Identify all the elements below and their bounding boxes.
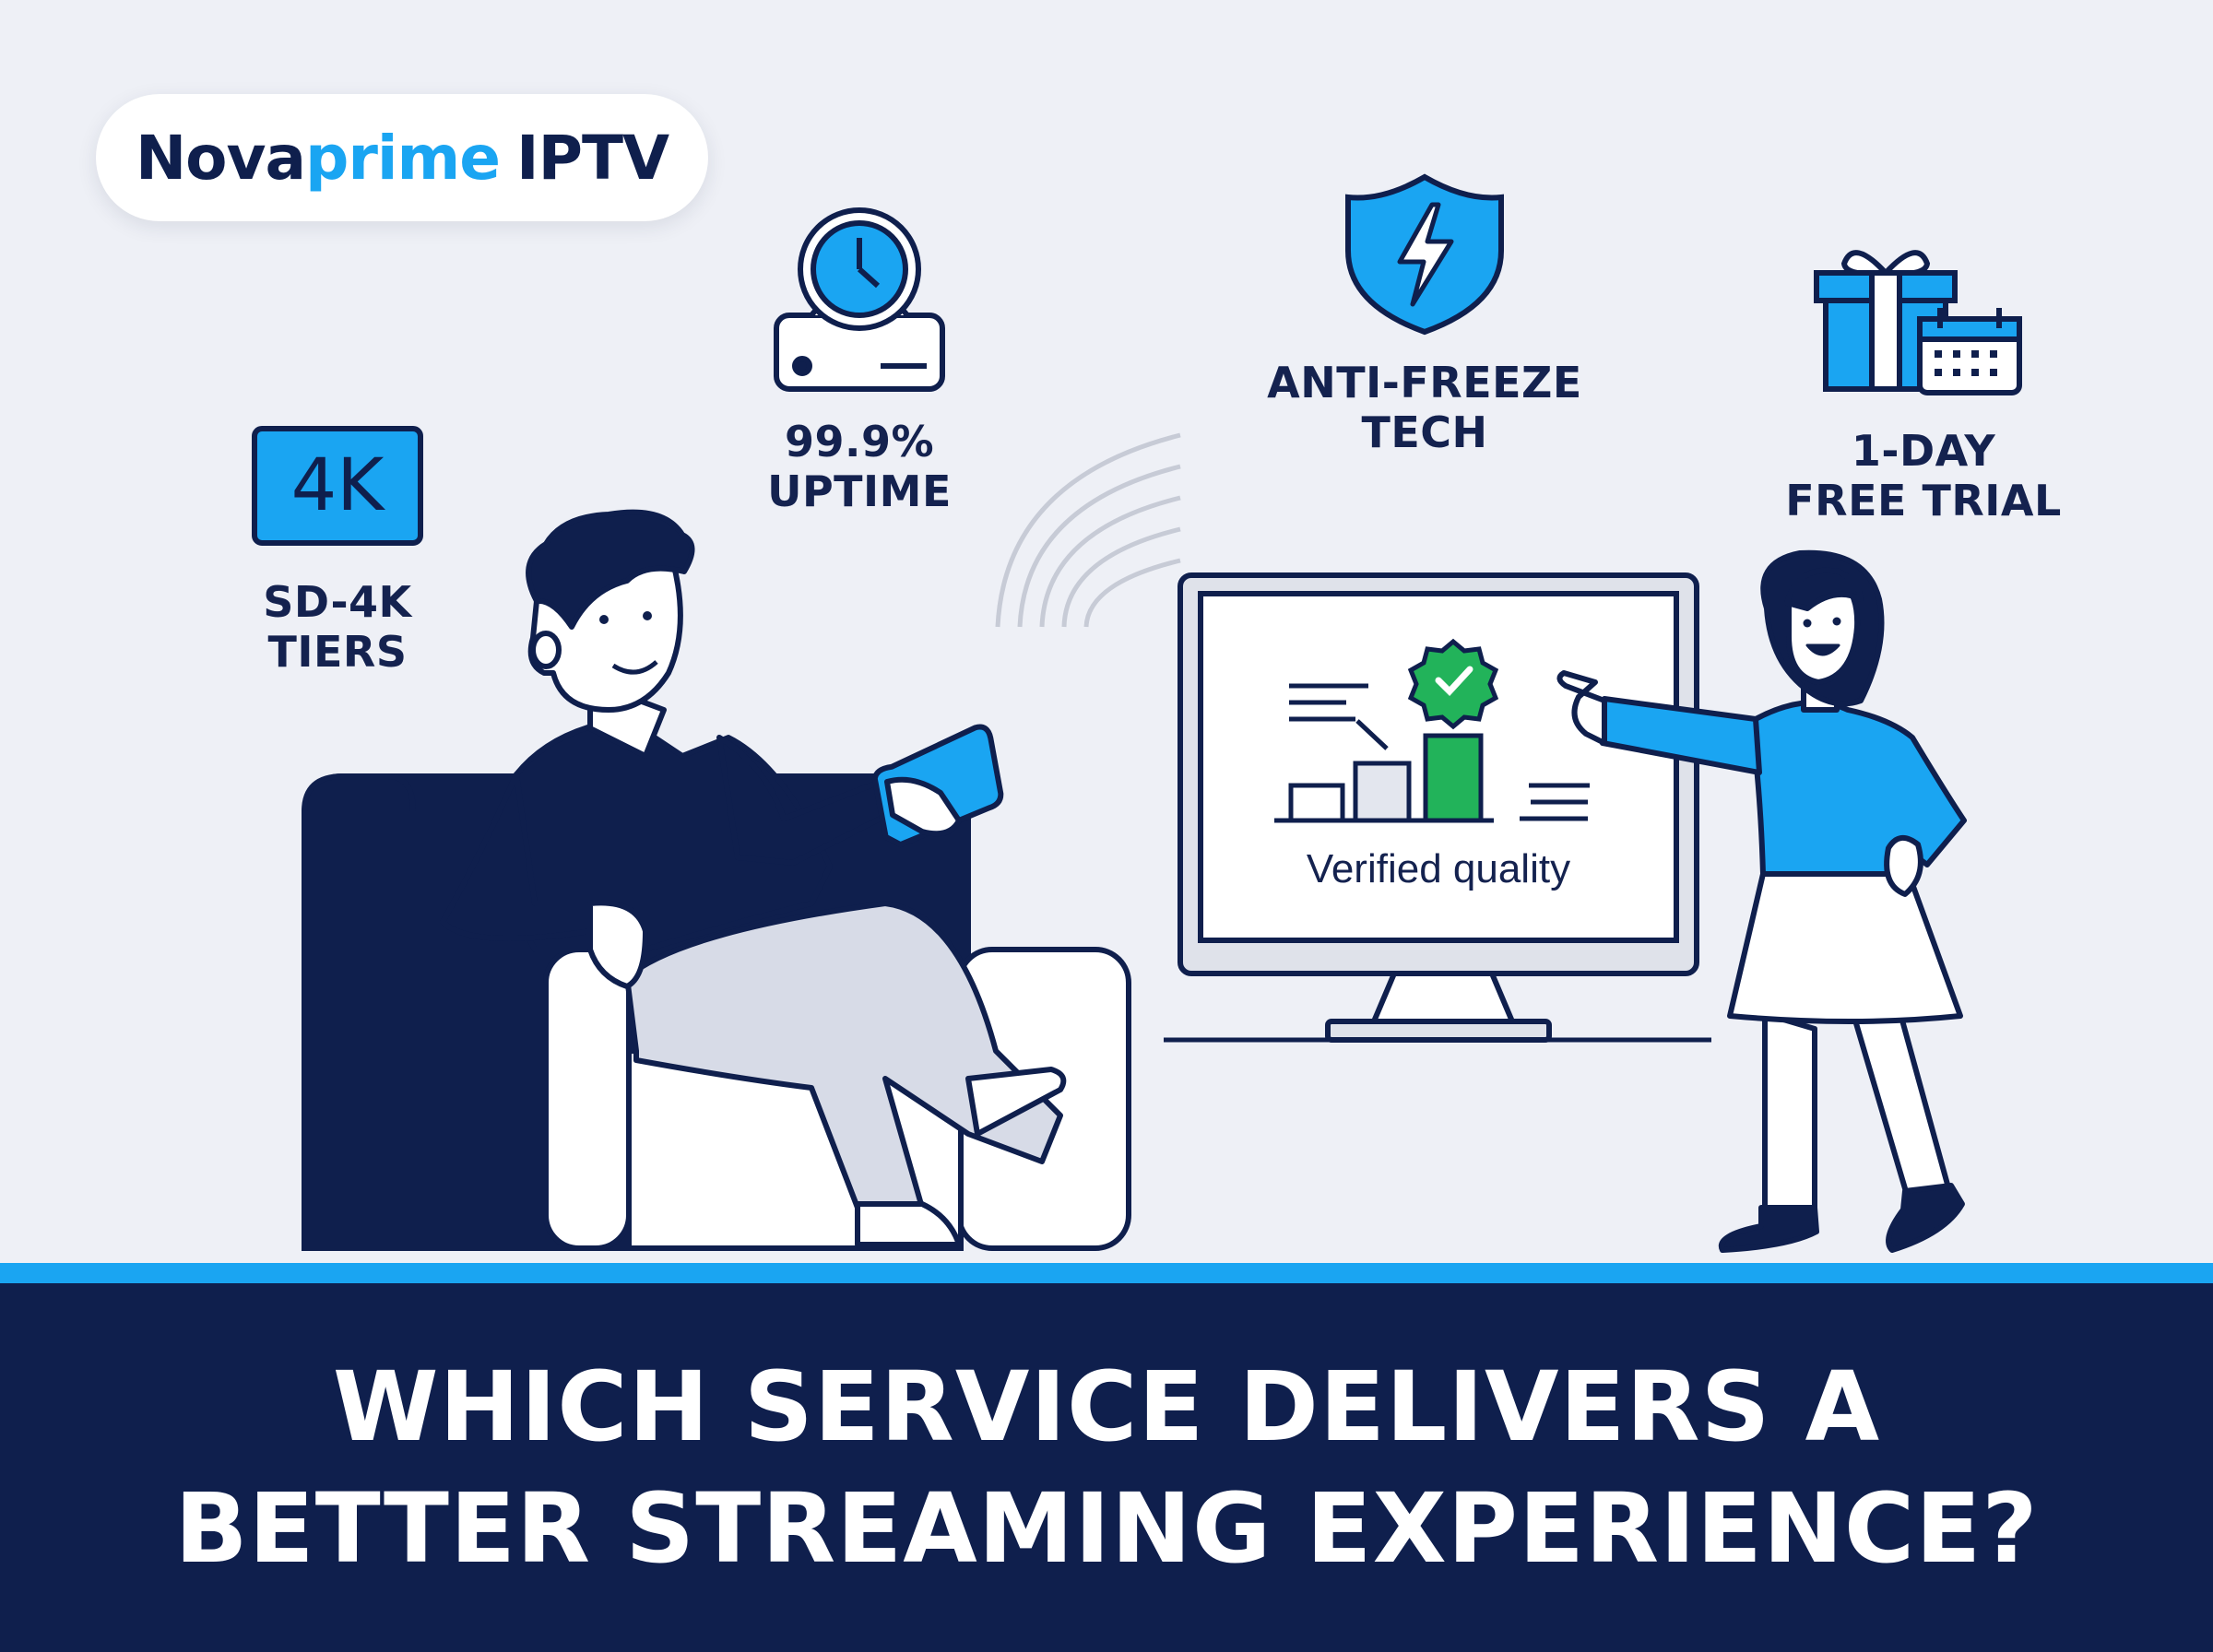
feature-line-2: TIERS — [267, 627, 408, 677]
clock-server-icon — [774, 207, 945, 392]
tv-chart — [1274, 683, 1590, 823]
man-figure — [440, 509, 1067, 1247]
feature-line-1: ANTI-FREEZE — [1267, 358, 1582, 407]
feature-free-trial: 1-DAY FREE TRIAL — [1757, 426, 2089, 525]
brand-part-iptv: IPTV — [516, 122, 669, 194]
feature-line-2: UPTIME — [767, 466, 952, 516]
4k-badge-label: 4K — [290, 444, 385, 527]
signal-waves-icon — [995, 432, 1181, 628]
shield-bolt-icon — [1345, 173, 1504, 336]
headline-line-2: BETTER STREAMING EXPERIENCE? — [174, 1472, 2039, 1585]
tv-caption: Verified quality — [1306, 846, 1571, 891]
feature-uptime: 99.9% UPTIME — [738, 417, 981, 516]
feature-line-1: SD-4K — [263, 577, 412, 627]
brand-part-prime: prime — [305, 122, 501, 194]
headline-banner: WHICH SERVICE DELIVERS A BETTER STREAMIN… — [0, 1263, 2213, 1652]
gift-calendar-icon — [1814, 250, 2022, 395]
woman-figure — [1556, 549, 1967, 1253]
4k-badge-icon — [252, 426, 423, 546]
feature-line-1: 1-DAY — [1851, 426, 1996, 476]
feature-anti-freeze: ANTI-FREEZE TECH — [1254, 358, 1595, 457]
feature-line-2: TECH — [1361, 407, 1488, 457]
feature-sd-4k-tiers: SD-4K TIERS — [225, 577, 450, 677]
verified-badge-icon — [1407, 638, 1499, 730]
headline-line-1: WHICH SERVICE DELIVERS A — [332, 1351, 1881, 1463]
feature-line-1: 99.9% — [784, 417, 935, 466]
feature-line-2: FREE TRIAL — [1785, 476, 2062, 525]
brand-part-nova: Nova — [135, 122, 306, 194]
